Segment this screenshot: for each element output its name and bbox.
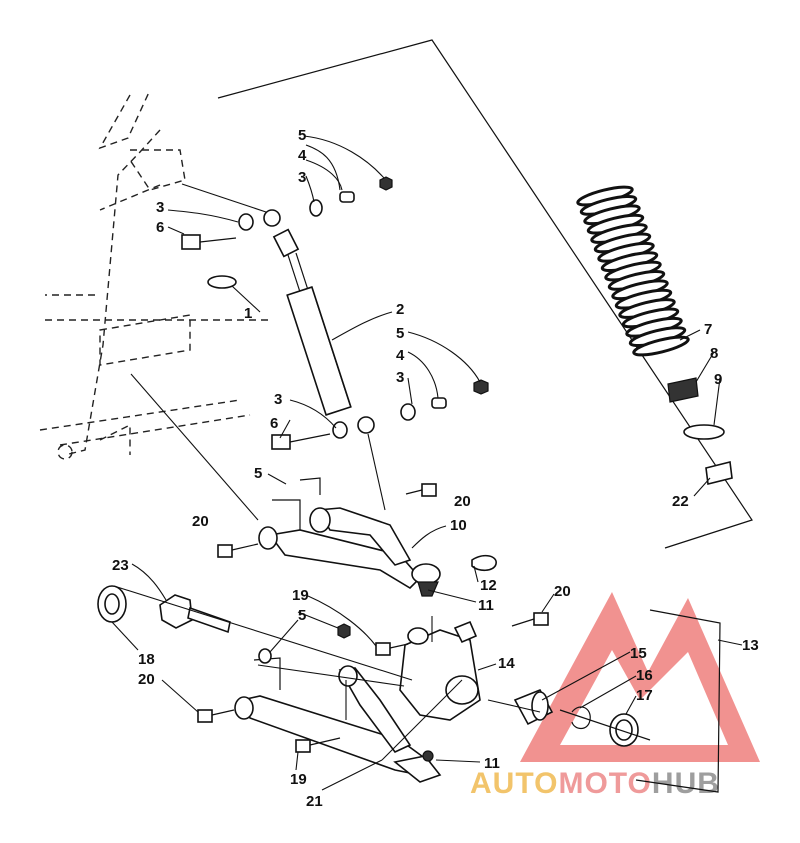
callout-labels: 1 2 3 3 3 3 4 4 5 5 5 5 6 6 7 8 9 10 11 … — [112, 127, 759, 810]
spring-hardware — [667, 377, 733, 485]
callout-12: 12 — [480, 577, 497, 594]
callout-21: 21 — [306, 793, 323, 810]
callout-14: 14 — [498, 655, 515, 672]
callout-3: 3 — [298, 169, 306, 186]
callout-5: 5 — [396, 325, 404, 342]
callout-3: 3 — [156, 199, 164, 216]
callout-7: 7 — [704, 321, 712, 338]
callout-20: 20 — [554, 583, 571, 600]
svg-text:AUTOMOTOHUB: AUTOMOTOHUB — [470, 767, 720, 800]
steering-spindle-icon — [375, 620, 481, 721]
callout-5: 5 — [298, 127, 306, 144]
leader-lines — [111, 135, 743, 791]
shock-absorber-icon — [263, 209, 375, 434]
callout-19: 19 — [290, 771, 307, 788]
tie-rod-end-icon — [97, 585, 231, 634]
bearing-assembly-icon — [513, 688, 651, 747]
callout-3: 3 — [274, 391, 282, 408]
bolts-20 — [197, 483, 549, 723]
callout-6: 6 — [270, 415, 278, 432]
coil-spring-icon — [576, 185, 690, 357]
callout-4: 4 — [396, 347, 405, 364]
callout-1: 1 — [244, 305, 252, 322]
callout-5: 5 — [298, 607, 306, 624]
callout-22: 22 — [672, 493, 689, 510]
shock-inset-frame — [217, 39, 753, 549]
callout-20: 20 — [138, 671, 155, 688]
lower-mount-hardware — [271, 379, 489, 450]
upper-mount-hardware — [181, 176, 393, 289]
callout-20: 20 — [192, 513, 209, 530]
callout-20: 20 — [454, 493, 471, 510]
spring-coil — [632, 335, 690, 357]
callout-11: 11 — [484, 755, 500, 772]
callout-18: 18 — [138, 651, 155, 668]
callout-6: 6 — [156, 219, 164, 236]
watermark-text-auto: AUTO — [470, 767, 558, 800]
lower-a-arm-icon — [234, 623, 442, 783]
callout-16: 16 — [636, 667, 653, 684]
callout-2: 2 — [396, 301, 404, 318]
watermark-text-moto: MOTO — [558, 767, 651, 800]
triangle-logo-icon — [520, 592, 760, 762]
callout-3: 3 — [396, 369, 404, 386]
bearing-inset-frame — [635, 609, 721, 793]
upper-a-arm-icon — [258, 477, 497, 597]
callout-5: 5 — [254, 465, 262, 482]
chassis-frame-icon — [39, 89, 270, 460]
watermark-logo: AUTOMOTOHUB — [470, 592, 760, 800]
callout-11: 11 — [478, 597, 494, 614]
callout-17: 17 — [636, 687, 653, 704]
callout-19: 19 — [292, 587, 309, 604]
callout-10: 10 — [450, 517, 467, 534]
callout-15: 15 — [630, 645, 647, 662]
callout-23: 23 — [112, 557, 129, 574]
callout-8: 8 — [710, 345, 718, 362]
callout-13: 13 — [742, 637, 759, 654]
callout-9: 9 — [714, 371, 722, 388]
callout-4: 4 — [298, 147, 307, 164]
